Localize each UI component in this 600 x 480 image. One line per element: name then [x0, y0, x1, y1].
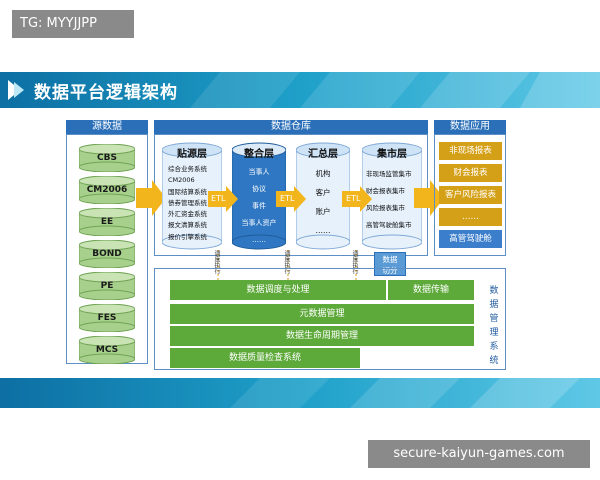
layer-item: 风险报表集市	[366, 204, 405, 212]
apps-header: 数据应用	[434, 120, 506, 134]
layer-item: 综合业务系统	[168, 165, 207, 173]
source-cylinder: PE	[79, 272, 135, 300]
source-label: MCS	[95, 345, 119, 355]
schedule-label-3: 调度执行	[351, 250, 358, 274]
etl-label-3: ETL	[346, 194, 361, 203]
source-label: CBS	[97, 153, 117, 163]
summary-layer-title: 汇总层	[308, 149, 338, 160]
schedule-label-2: 调度执行	[283, 250, 290, 274]
management-panel	[154, 268, 506, 370]
layer-item: CM2006	[168, 176, 195, 185]
source-label: EE	[100, 217, 114, 227]
layer-item: 客户	[315, 188, 331, 197]
summary-layer-items: 机构客户账户 ……	[296, 164, 350, 240]
app-item: 高管驾驶舱	[439, 230, 502, 248]
watermark-top: TG: MYYJJPP	[12, 10, 134, 38]
mgmt-side-label: 数据管理系统	[489, 286, 499, 366]
source-label: PE	[100, 281, 114, 291]
page-title: 数据平台逻辑架构	[34, 83, 178, 103]
app-item: 财会报表	[439, 164, 502, 182]
source-header: 源数据	[66, 120, 148, 134]
schedule-label-1: 调度执行	[213, 250, 220, 274]
layer-item: 报价引擎系统	[168, 232, 207, 241]
mgmt-lifecycle-bar: 数据生命周期管理	[170, 326, 474, 346]
etl-label-2: ETL	[280, 194, 295, 203]
source-label: CM2006	[86, 185, 128, 195]
layer-item: ……	[252, 236, 266, 244]
source-cylinder: BOND	[79, 240, 135, 268]
warehouse-to-apps-arrow	[414, 180, 444, 216]
source-cylinder: CBS	[79, 144, 135, 172]
app-item: ……	[439, 208, 502, 226]
layer-item: 高管驾驶舱集市	[366, 221, 412, 229]
app-item: 客户风险报表	[439, 186, 502, 204]
layer-item: 事件	[252, 202, 266, 210]
layer-item: 财会报表集市	[366, 187, 405, 195]
layer-item: 国际结算系统	[168, 187, 207, 196]
layer-item: ……	[315, 226, 331, 235]
schedule-connectors	[217, 250, 357, 280]
source-label: BOND	[92, 249, 122, 259]
layer-item: 当事人资产	[241, 219, 277, 227]
bottom-banner	[0, 378, 600, 408]
summary-layer-cylinder	[296, 142, 350, 250]
integration-layer-items: 当事人协议事件当事人资产 ……	[232, 164, 286, 249]
source-layer-cylinder	[162, 142, 222, 250]
mart-layer-cylinder	[362, 142, 422, 250]
source-cylinder: FES	[79, 304, 135, 332]
etl-arrow-1	[208, 186, 238, 212]
layer-item: 账户	[315, 207, 331, 216]
warehouse-header: 数据仓库	[154, 120, 428, 134]
source-label: FES	[97, 313, 117, 323]
apps-panel	[434, 134, 506, 256]
mart-layer-items: 非现场监管集市财会报表集市风险报表集市高管驾驶舱集市	[366, 166, 422, 234]
etl-arrow-3	[342, 186, 372, 212]
layer-item: 报文清算系统	[168, 221, 207, 230]
layer-item: 协议	[252, 185, 266, 193]
source-cylinder: MCS	[79, 336, 135, 364]
layer-item: 债券管理系统	[168, 198, 207, 207]
source-cylinder: EE	[79, 208, 135, 236]
watermark-bottom: secure-kaiyun-games.com	[368, 440, 590, 468]
mart-layer-title: 集市层	[377, 149, 407, 160]
mgmt-scheduling-bar: 数据调度与处理	[170, 280, 386, 300]
source-cylinder: CM2006	[79, 176, 135, 204]
title-banner	[0, 72, 600, 108]
layer-item: 当事人	[248, 168, 270, 176]
etl-arrow-2	[276, 186, 306, 212]
data-split-box: 数据 切分	[374, 252, 406, 276]
integration-layer-title: 整合层	[244, 149, 274, 160]
mgmt-metadata-bar: 元数据管理	[170, 304, 474, 324]
layer-item: 非现场监管集市	[366, 170, 412, 178]
source-layer-title: 贴源层	[177, 149, 207, 160]
etl-label-1: ETL	[211, 194, 226, 203]
source-to-warehouse-arrow	[136, 180, 166, 216]
layer-item: 机构	[315, 169, 331, 178]
mgmt-transfer-bar: 数据传输	[388, 280, 474, 300]
source-layer-items: 综合业务系统 CM2006 国际结算系统债券管理系统外汇资金系统报文清算系统报价引擎…	[168, 164, 222, 243]
app-item: 非现场报表	[439, 142, 502, 160]
layer-item: 外汇资金系统	[168, 210, 207, 219]
mgmt-quality-bar: 数据质量检查系统	[170, 348, 360, 368]
